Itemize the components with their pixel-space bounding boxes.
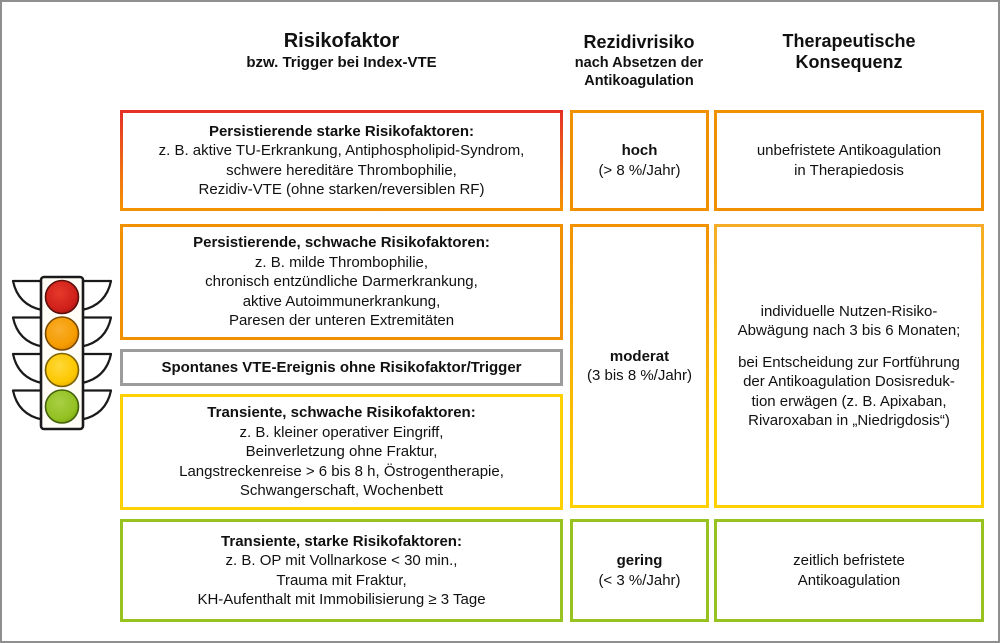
risk-level-value: (< 3 %/Jahr) (598, 571, 681, 589)
risk-box-line: z. B. OP mit Vollnarkose < 30 min., (225, 552, 458, 569)
consequence-box-moderate: individuelle Nutzen-Risiko- Abwägung nac… (714, 224, 984, 508)
risk-box-line: z. B. aktive TU-Erkrankung, Antiphosphol… (158, 142, 525, 159)
risk-box-line: z. B. milde Thrombophilie, (254, 253, 429, 271)
risk-box-line: Paresen der unteren Extremitäten (228, 312, 455, 330)
risk-box-line: Trauma mit Fraktur, (276, 571, 407, 589)
risk-level-moderate: moderat (3 bis 8 %/Jahr) (570, 224, 709, 508)
risk-factor-title: Risikofaktor (283, 30, 400, 52)
column-header-rezidivrisiko: Rezidivrisiko nach Absetzen der Antikoag… (554, 31, 724, 90)
risk-factor-subtitle: bzw. Trigger bei Index-VTE (246, 54, 437, 71)
orange-light-icon (44, 316, 80, 351)
column-header-therapeutische-konsequenz: Therapeutische Konsequenz (714, 31, 984, 73)
traffic-light-icon (11, 275, 113, 431)
risk-box-title: Transiente, starke Risikofaktoren: (221, 532, 462, 550)
risk-box-line: aktive Autoimmunerkrankung, (242, 292, 441, 310)
risk-box-line: Schwangerschaft, Wochenbett (239, 482, 444, 500)
risk-box-transient-weak: Transiente, schwache Risikofaktoren: z. … (120, 394, 563, 510)
consequence-line: zeitlich befristete (793, 552, 905, 569)
risk-box-line: Rezidiv-VTE (ohne starken/reversiblen RF… (198, 181, 485, 198)
risk-box-transient-strong: Transiente, starke Risikofaktoren: z. B.… (120, 519, 563, 622)
risk-box-line: chronisch entzündliche Darmerkrankung, (205, 273, 478, 291)
risk-level-value: (> 8 %/Jahr) (598, 161, 681, 179)
risk-level-label: gering (616, 552, 663, 569)
green-light-icon (44, 389, 80, 424)
consequence-line: bei Entscheidung zur Fortführung (738, 353, 960, 371)
risk-level-label: hoch (621, 142, 658, 159)
consequence-line: tion erwägen (z. B. Apixaban, (751, 392, 947, 410)
yellow-light-icon (44, 352, 80, 388)
consequence-line: Antikoagulation (797, 571, 901, 589)
risk-box-title: Persistierende starke Risikofaktoren: (208, 122, 475, 140)
consequence-line: Abwägung nach 3 bis 6 Monaten; (737, 322, 961, 339)
consequence-line: in Therapiedosis (794, 161, 904, 179)
consequence-line: der Antikoagulation Dosisreduk- (743, 373, 955, 390)
red-light-icon (44, 279, 80, 315)
consequence-title-line1: Therapeutische (782, 31, 916, 51)
risk-level-value: (3 bis 8 %/Jahr) (586, 367, 693, 384)
risk-box-line: Beinverletzung ohne Fraktur, (245, 443, 438, 461)
risk-box-spontaneous: Spontanes VTE-Ereignis ohne Risikofaktor… (120, 349, 563, 386)
consequence-line: individuelle Nutzen-Risiko- (760, 302, 938, 320)
column-header-risikofaktor: Risikofaktor bzw. Trigger bei Index-VTE (120, 29, 563, 73)
recurrence-subtitle-line2: Antikoagulation (584, 73, 694, 89)
risk-level-high: hoch (> 8 %/Jahr) (570, 110, 709, 211)
consequence-line: Rivaroxaban in „Niedrigdosis“) (748, 412, 950, 429)
consequence-box-high: unbefristete Antikoagulation in Therapie… (714, 110, 984, 211)
recurrence-title: Rezidivrisiko (583, 32, 695, 52)
risk-box-title: Spontanes VTE-Ereignis ohne Risikofaktor… (161, 358, 522, 376)
risk-box-title: Persistierende, schwache Risikofaktoren: (193, 234, 490, 252)
recurrence-subtitle-line1: nach Absetzen der (574, 55, 704, 71)
consequence-line: unbefristete Antikoagulation (756, 142, 942, 159)
risk-level-label: moderat (609, 347, 670, 365)
consequence-box-low: zeitlich befristete Antikoagulation (714, 519, 984, 622)
risk-box-title: Transiente, schwache Risikofaktoren: (207, 404, 476, 422)
risk-box-persistent-strong: Persistierende starke Risikofaktoren: z.… (120, 110, 563, 211)
consequence-title-line2: Konsequenz (795, 52, 903, 72)
risk-level-low: gering (< 3 %/Jahr) (570, 519, 709, 622)
risk-box-line: Langstreckenreise > 6 bis 8 h, Östrogent… (179, 462, 504, 480)
risk-box-line: KH-Aufenthalt mit Immobilisierung ≥ 3 Ta… (197, 591, 486, 608)
risk-box-persistent-weak: Persistierende, schwache Risikofaktoren:… (120, 224, 563, 340)
risk-box-line: schwere hereditäre Thrombophilie, (226, 161, 457, 179)
risk-box-line: z. B. kleiner operativer Eingriff, (239, 423, 444, 441)
